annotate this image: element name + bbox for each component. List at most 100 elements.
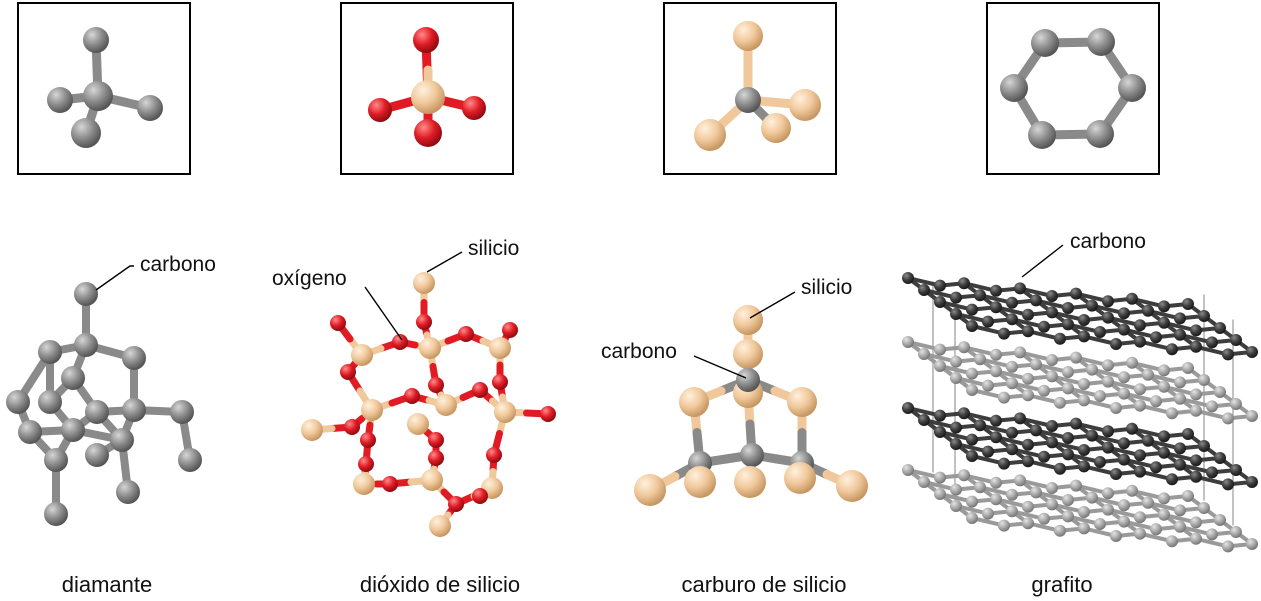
- oxygen-atom: [344, 419, 360, 435]
- carbide-lattice-model: [634, 305, 868, 506]
- carbon-atom: [122, 346, 146, 370]
- graphite-lattice-model: [902, 272, 1258, 553]
- carbon-atom: [1110, 338, 1122, 350]
- oxygen-atom: [472, 382, 488, 398]
- carbon-atom: [1070, 351, 1082, 364]
- carbon-atom: [1174, 442, 1186, 455]
- carbon-atom: [1102, 311, 1114, 324]
- carbon-atom: [1158, 446, 1170, 459]
- carbon-atom: [1214, 386, 1226, 398]
- carbon-atom: [1190, 454, 1202, 467]
- carbon-atom: [1190, 516, 1202, 529]
- carbon-atom: [1142, 496, 1154, 509]
- carbon-atom: [1030, 424, 1042, 437]
- diamond-carbon-label: carbono: [140, 253, 216, 276]
- graphite-carbon-leader: [1021, 244, 1064, 278]
- carbon-atom: [1134, 383, 1146, 396]
- carbon-atom: [998, 519, 1010, 532]
- carbon-atom: [1046, 290, 1058, 302]
- carbon-atom: [1198, 440, 1210, 452]
- carbon-atom: [1022, 455, 1034, 468]
- carbon-atom: [1158, 380, 1170, 393]
- carbon-atom: [1118, 453, 1130, 466]
- carbon-atom: [178, 448, 202, 472]
- carbide-unit-box: [663, 2, 837, 175]
- carbon-atom: [950, 483, 962, 496]
- oxygen-atom: [472, 488, 488, 504]
- carbon-atom: [1006, 377, 1018, 390]
- carbon-atom: [998, 457, 1010, 470]
- carbon-atom: [1102, 487, 1114, 500]
- carbon-atom: [1062, 432, 1074, 444]
- carbon-atom: [1174, 520, 1186, 533]
- carbon-atom: [974, 481, 986, 494]
- carbon-atom: [1054, 332, 1066, 345]
- silicon-atom: [407, 413, 429, 435]
- carbon-atom: [1134, 511, 1146, 524]
- diamond-tetrahedron-model: [47, 27, 163, 148]
- carbon-atom: [1118, 515, 1130, 528]
- silicon-atom: [421, 469, 443, 491]
- carbon-atom: [1158, 316, 1170, 329]
- carbon-atom: [1222, 540, 1234, 553]
- carbon-atom: [982, 315, 994, 328]
- carbon-atom: [1094, 456, 1106, 468]
- carbon-atom: [18, 420, 42, 444]
- silica-network-model: [301, 272, 556, 537]
- silica-silicon-label: silicio: [468, 237, 519, 260]
- carbon-atom: [1030, 358, 1042, 371]
- carbon-atom: [38, 390, 62, 414]
- carbon-atom: [982, 507, 994, 520]
- silicon-atom: [684, 466, 716, 498]
- oxygen-atom: [416, 314, 432, 330]
- carbon-atom: [1038, 450, 1050, 463]
- carbon-atom: [122, 398, 146, 422]
- carbon-atom: [902, 464, 914, 476]
- carbon-atom: [1102, 441, 1114, 454]
- carbon-atom: [1022, 500, 1034, 513]
- carbon-atom: [974, 353, 986, 366]
- graphite-caption: grafito: [1031, 572, 1092, 597]
- oxygen-atom: [358, 456, 374, 472]
- carbon-atom: [1102, 425, 1114, 438]
- carbon-atom: [1126, 422, 1138, 435]
- carbon-atom: [982, 445, 994, 458]
- carbon-atom: [934, 471, 946, 484]
- carbide-silicon-label: silicio: [801, 276, 852, 299]
- carbon-atom: [982, 379, 994, 392]
- carbon-atom: [85, 400, 109, 424]
- oxygen-atom: [330, 315, 346, 331]
- carbon-atom: [1166, 407, 1178, 420]
- carbon-atom: [934, 360, 946, 372]
- carbon-atom: [1182, 490, 1194, 502]
- carbon-atom: [1006, 296, 1018, 309]
- carbon-atom: [1222, 478, 1234, 491]
- carbon-atom: [902, 402, 914, 414]
- carbide-tetrahedron-model: [694, 21, 821, 151]
- silicon-atom: [784, 462, 816, 494]
- carbon-atom: [1102, 295, 1114, 308]
- carbon-atom: [1246, 410, 1258, 422]
- carbon-atom: [1198, 374, 1210, 386]
- carbon-atom: [1150, 331, 1162, 344]
- carbon-atom: [918, 348, 930, 360]
- carbon-atom: [950, 291, 962, 304]
- carbon-atom: [1070, 479, 1082, 492]
- carbon-atom: [1134, 527, 1146, 540]
- carbon-atom: [1006, 443, 1018, 456]
- carbon-atom: [1022, 372, 1034, 385]
- carbon-atom: [1134, 399, 1146, 412]
- carbon-atom: [1174, 312, 1186, 325]
- carbon-atom: [1014, 282, 1026, 295]
- oxygen-atom: [540, 406, 556, 422]
- carbon-atom: [1022, 389, 1034, 402]
- carbon-atom: [1246, 476, 1258, 488]
- carbon-atom: [44, 448, 68, 472]
- carbon-atom: [1150, 523, 1162, 536]
- carbon-atom: [1134, 465, 1146, 478]
- carbon-atom: [1054, 396, 1066, 409]
- oxygen-atom: [448, 496, 464, 512]
- carbon-atom: [1142, 434, 1154, 447]
- carbon-atom: [1214, 452, 1226, 464]
